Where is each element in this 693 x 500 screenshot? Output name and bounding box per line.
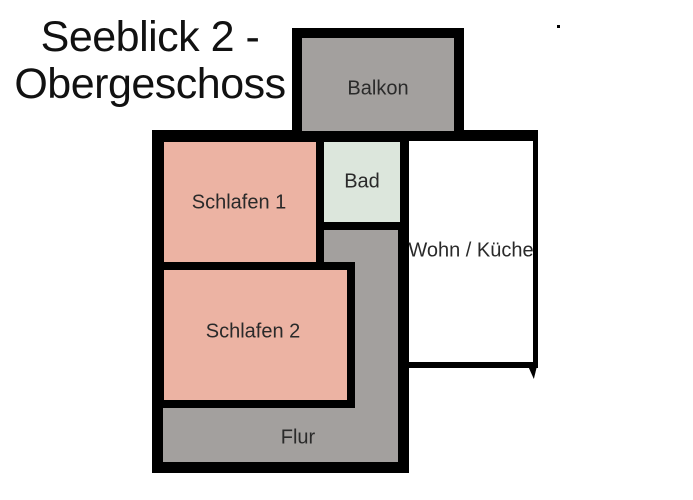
wall-notch [528,366,537,379]
room-label-balkon: Balkon [347,77,409,100]
title-line-1: Seeblick 2 - [40,13,260,61]
stray-dot [557,25,560,28]
room-label-schlafen-1: Schlafen 1 [191,191,287,214]
title-line-2: Obergeschoss [14,59,286,108]
room-label-bad: Bad [344,170,380,193]
room-label-schlafen-2: Schlafen 2 [205,320,301,343]
page-title: Seeblick 2 - Obergeschoss [0,14,300,108]
room-wohn-kueche [398,130,538,368]
room-label-flur: Flur [280,426,316,449]
room-bad [316,134,408,230]
room-schlafen-2 [156,262,355,408]
room-label-wohn-kueche: Wohn / Küche [408,239,534,262]
